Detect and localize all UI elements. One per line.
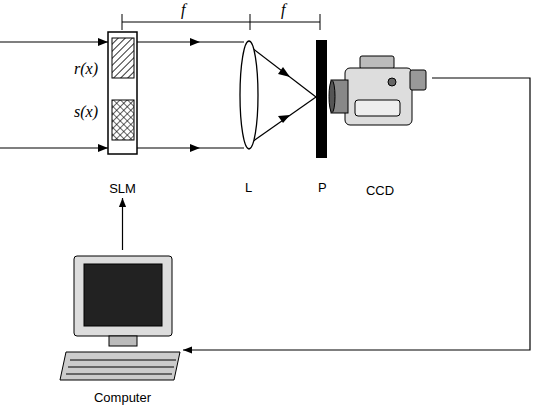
slm-node: SLM bbox=[100, 30, 145, 196]
node-label: CCD bbox=[366, 184, 394, 198]
light-rays bbox=[0, 38, 316, 152]
focal-length: f bbox=[181, 1, 185, 19]
ccd-camera-node: CCD bbox=[328, 50, 432, 198]
signal-wire bbox=[183, 78, 530, 350]
signal-wire bbox=[122, 198, 123, 250]
node-label: Computer bbox=[94, 391, 151, 405]
computer-node: Computer bbox=[62, 250, 183, 405]
dimension-line bbox=[122, 14, 320, 30]
focal-length: f bbox=[281, 1, 285, 19]
lens bbox=[240, 41, 258, 149]
reference-label: r(x) bbox=[74, 60, 98, 78]
node-label: SLM bbox=[109, 182, 136, 196]
slm-panel bbox=[108, 32, 137, 154]
signal-label: s(x) bbox=[74, 103, 98, 121]
output-plane bbox=[316, 40, 327, 158]
part-label: L bbox=[245, 181, 252, 195]
camera-icon bbox=[329, 56, 426, 125]
computer-icon bbox=[60, 256, 180, 380]
part-label: P bbox=[318, 181, 327, 195]
